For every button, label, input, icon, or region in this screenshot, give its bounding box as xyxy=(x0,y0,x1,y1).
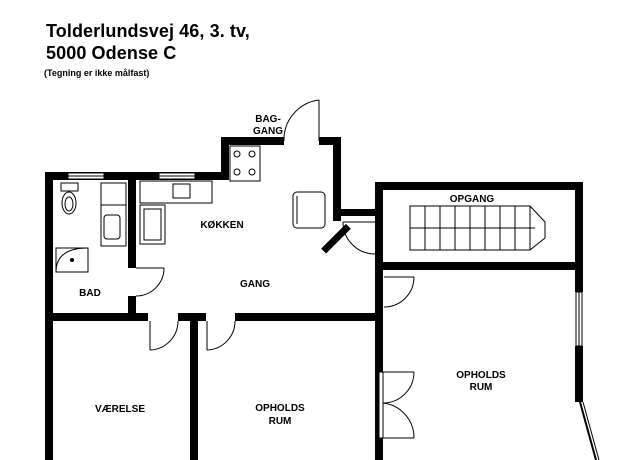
windows xyxy=(67,172,583,347)
kitchen-counter xyxy=(139,180,213,204)
wall-baggang-top-right xyxy=(319,137,341,145)
washer-icon xyxy=(292,191,326,229)
door-vaerelse[interactable] xyxy=(149,320,179,351)
toilet-icon xyxy=(60,182,79,215)
label-vaerelse: VÆRELSE xyxy=(95,404,145,415)
wall-kitchen-diagonal xyxy=(321,223,351,254)
kitchen-cabinet xyxy=(139,204,166,245)
shower-icon xyxy=(55,247,89,273)
label-opholdsrum-1a: OPHOLDS xyxy=(255,403,305,414)
wall-bay xyxy=(579,401,597,460)
wall-opgang-right xyxy=(575,182,583,292)
room-labels: BAG- GANG KØKKEN BAD GANG OPGANG VÆRELSE… xyxy=(79,114,506,427)
fixtures xyxy=(55,145,546,273)
label-gang: GANG xyxy=(240,279,270,290)
wall-kitchen-right-upper xyxy=(333,137,341,221)
address-line-2: 5000 Odense C xyxy=(46,43,177,63)
label-kokken: KØKKEN xyxy=(200,220,243,231)
wall-right-lower xyxy=(575,346,583,402)
wall-mid-c xyxy=(235,313,383,321)
wall-bay-2 xyxy=(582,401,600,460)
label-baggang-1: BAG- xyxy=(255,114,281,125)
wall-connector-top xyxy=(341,209,377,216)
wall-opgang-bottom xyxy=(375,262,583,270)
scale-note: (Tegning er ikke målfast) xyxy=(44,68,150,78)
label-opholdsrum-2a: OPHOLDS xyxy=(456,370,506,381)
hall-niche xyxy=(341,216,375,218)
wall-bath-right-lower xyxy=(128,296,136,314)
sink-icon xyxy=(103,214,121,240)
wall-baggang-left xyxy=(221,137,229,180)
kitchen-sink-icon xyxy=(172,183,191,199)
label-baggang-2: GANG xyxy=(253,126,283,137)
address-title: Tolderlundsvej 46, 3. tv, 5000 Odense C xyxy=(46,20,250,64)
bath-counter xyxy=(100,182,127,247)
wall-bath-right-upper xyxy=(128,172,136,268)
wall-baggang-top-left xyxy=(221,137,284,145)
door-bath[interactable] xyxy=(135,267,165,297)
door-double[interactable] xyxy=(378,371,415,439)
door-hall-right[interactable] xyxy=(342,221,376,255)
label-opholdsrum-1b: RUM xyxy=(269,416,292,427)
door-opholdsrum-1[interactable] xyxy=(206,320,236,351)
label-opgang: OPGANG xyxy=(450,194,495,205)
label-opholdsrum-2b: RUM xyxy=(470,382,493,393)
label-bad: BAD xyxy=(79,288,101,299)
address-line-1: Tolderlundsvej 46, 3. tv, xyxy=(46,21,250,41)
door-baggang[interactable] xyxy=(283,99,320,142)
walls xyxy=(45,137,583,460)
wall-vaerelse-right xyxy=(190,313,198,460)
stairs-icon xyxy=(409,205,546,251)
wall-mid-a xyxy=(45,313,148,321)
doors xyxy=(135,99,600,460)
door-opholdsrum-2[interactable] xyxy=(383,276,415,308)
stove-icon xyxy=(229,145,261,182)
wall-opgang-top xyxy=(375,182,583,190)
